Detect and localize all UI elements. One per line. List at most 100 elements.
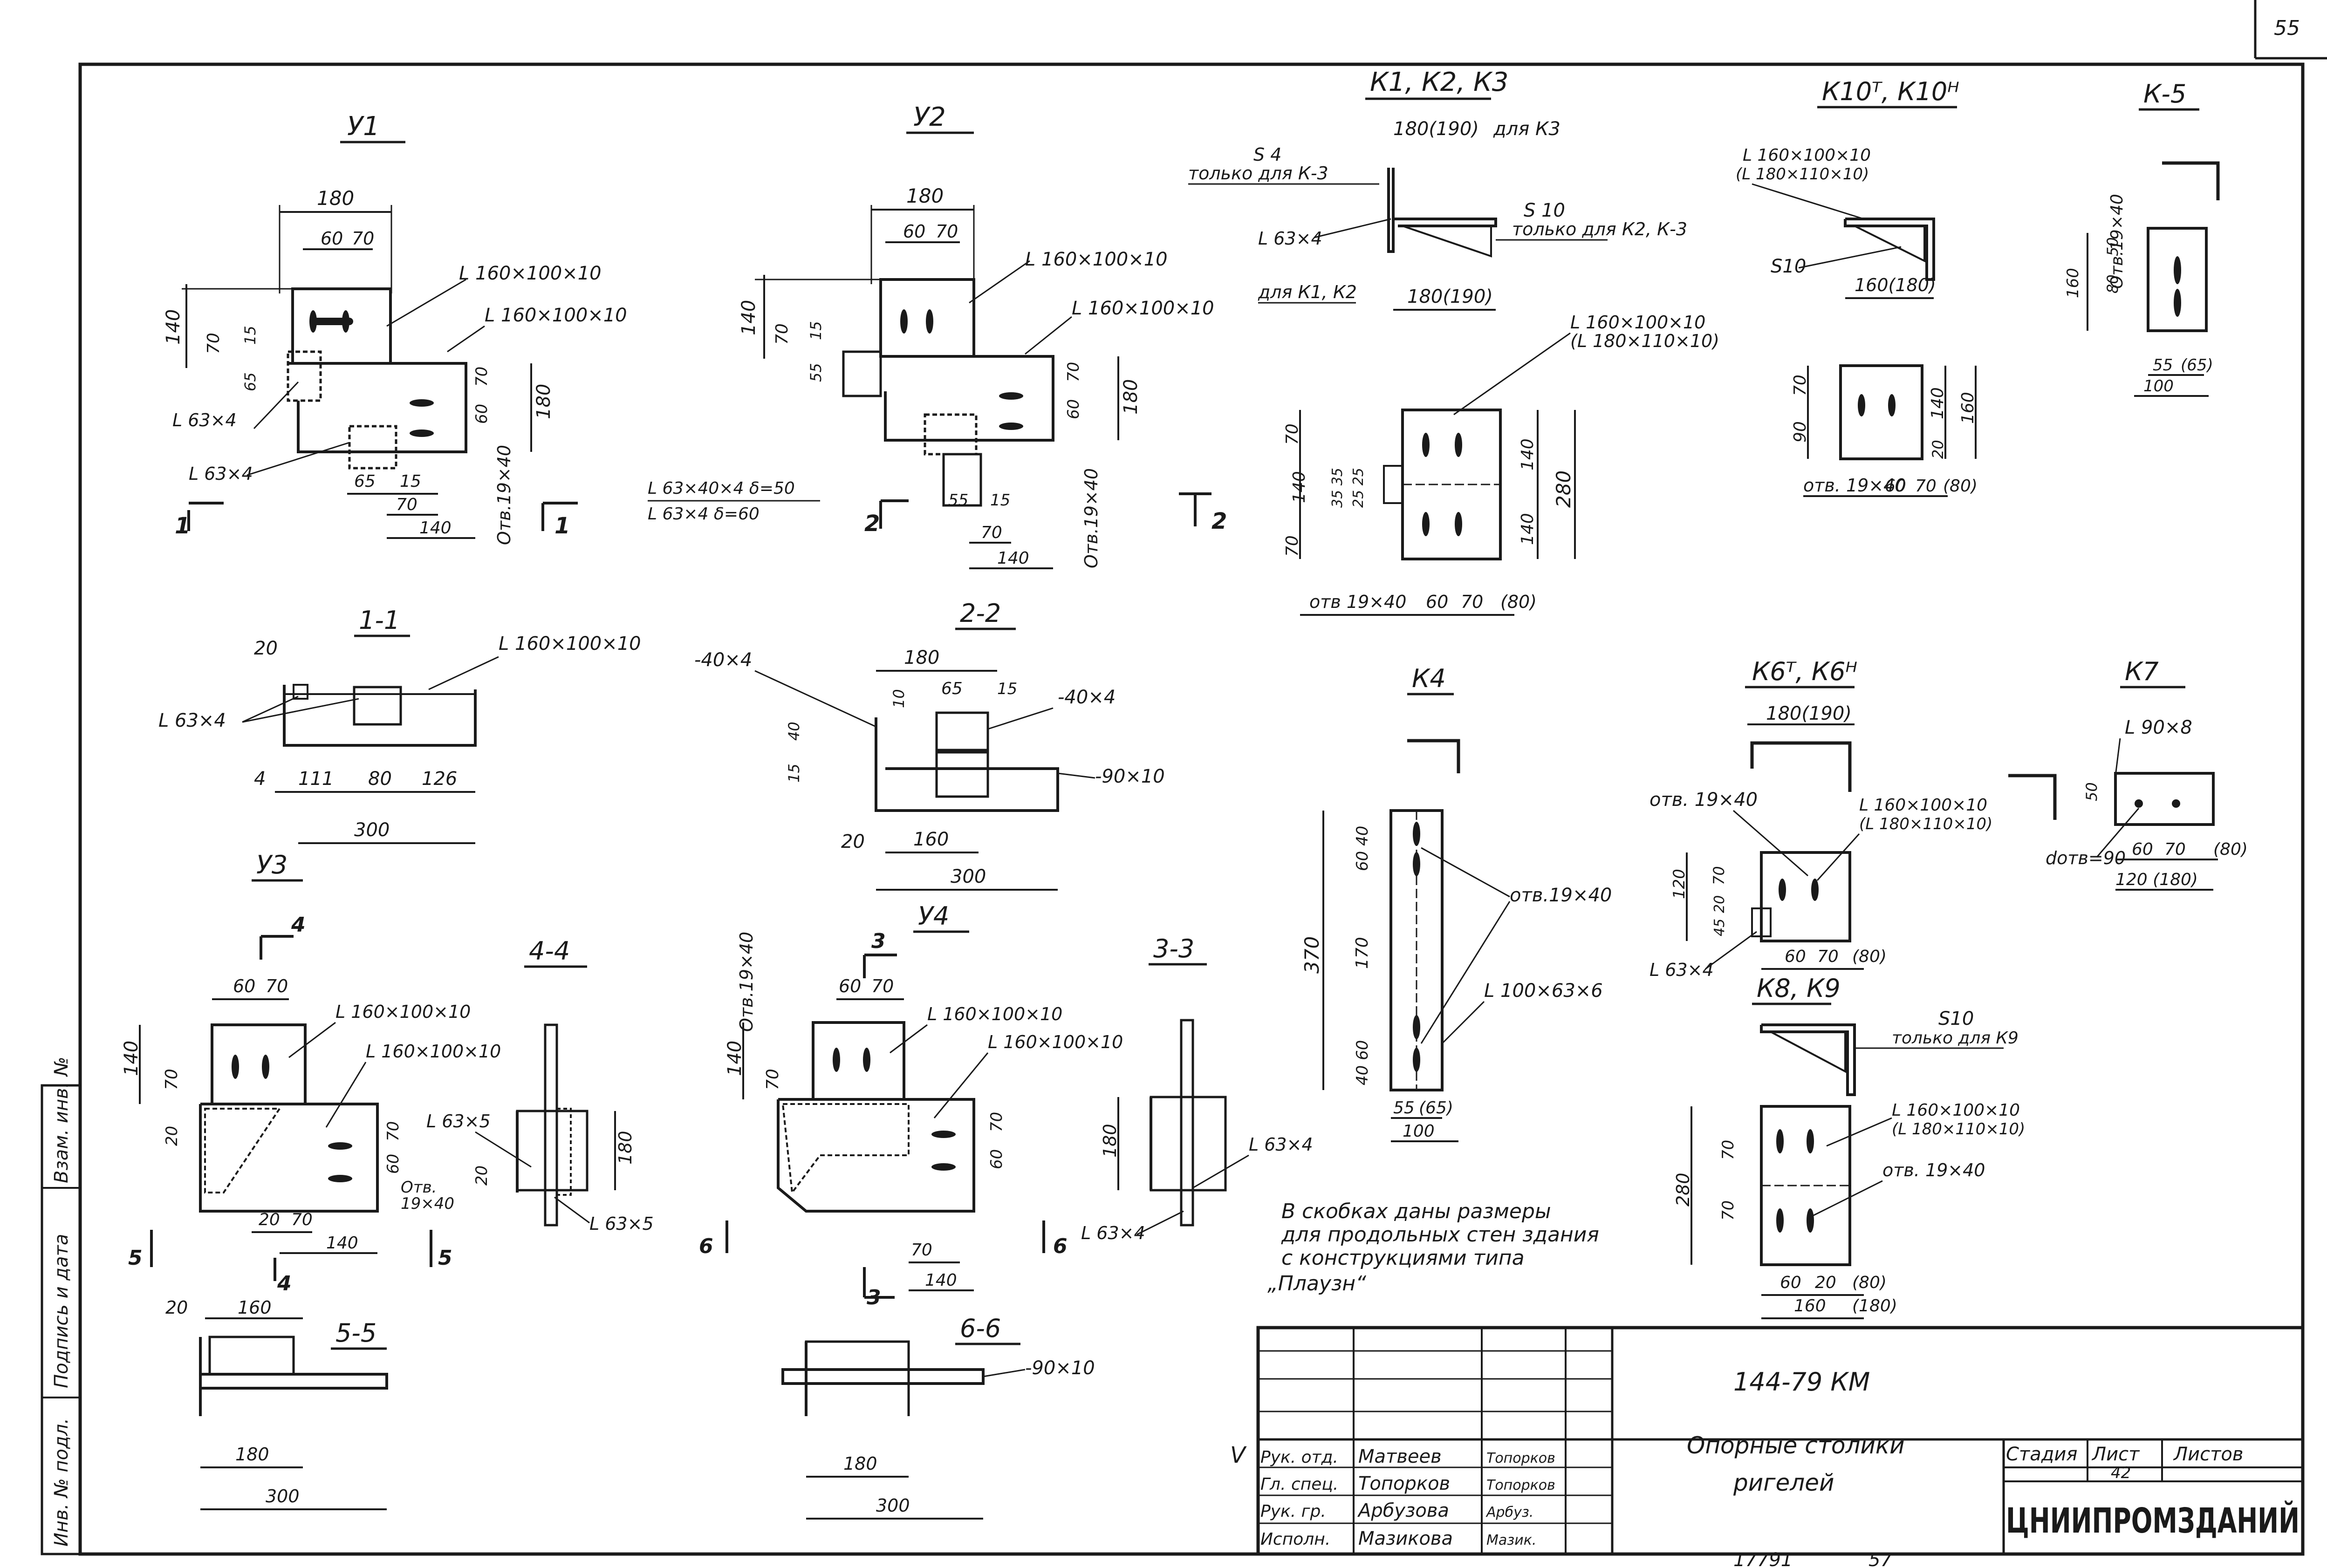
svg-text:70: 70: [1915, 477, 1937, 496]
svg-text:70: 70: [1817, 947, 1839, 966]
svg-text:4: 4: [277, 1272, 292, 1295]
svg-text:15: 15: [997, 680, 1017, 698]
svg-text:140: 140: [738, 300, 760, 335]
svg-text:15: 15: [400, 472, 421, 491]
svg-text:70: 70: [266, 976, 288, 996]
svg-text:Стадия: Стадия: [2006, 1444, 2077, 1465]
svg-text:1: 1: [554, 513, 570, 539]
svg-text:L 160×100×10: L 160×100×10: [1892, 1101, 2020, 1120]
svg-text:-40×4: -40×4: [1058, 687, 1116, 708]
svg-text:Топорков: Топорков: [1486, 1450, 1555, 1466]
s66-title: 6-6: [960, 1314, 1001, 1343]
k5-title: К-5: [2143, 79, 2186, 109]
svg-text:Отв.: Отв.: [401, 1178, 437, 1197]
svg-text:160: 160: [1958, 392, 1978, 424]
svg-text:140: 140: [163, 309, 184, 345]
svg-text:L 160×100×10: L 160×100×10: [1859, 796, 1987, 815]
svg-text:-90×10: -90×10: [1095, 766, 1165, 787]
svg-text:57: 57: [1868, 1549, 1892, 1568]
svg-text:2: 2: [864, 511, 880, 537]
svg-text:L 100×63×6: L 100×63×6: [1484, 980, 1603, 1002]
svg-text:отв. 19×40: отв. 19×40: [1649, 789, 1758, 811]
svg-text:40: 40: [785, 722, 803, 741]
svg-text:60: 60: [1885, 477, 1906, 496]
svg-text:Арбузова: Арбузова: [1357, 1500, 1449, 1521]
svg-text:Матвеев: Матвеев: [1358, 1446, 1442, 1467]
svg-text:Мазик.: Мазик.: [1486, 1532, 1536, 1548]
svg-text:140: 140: [724, 1041, 746, 1076]
svg-text:55: 55: [2153, 356, 2173, 375]
view-u3: У3 4 60 70 L 160×100×10 L 160×100×10 140…: [121, 850, 501, 1295]
svg-text:70: 70: [472, 367, 491, 387]
svg-text:L 160×100×10: L 160×100×10: [1570, 312, 1705, 333]
svg-text:отв 19×40: отв 19×40: [1309, 592, 1406, 612]
svg-text:140: 140: [121, 1041, 142, 1076]
svg-text:65: 65: [354, 472, 376, 491]
svg-text:20: 20: [841, 831, 865, 852]
svg-text:Арбуз.: Арбуз.: [1485, 1504, 1533, 1520]
svg-text:40 60: 40 60: [1353, 1040, 1372, 1085]
svg-text:70: 70: [1064, 362, 1083, 382]
view-k7: К7 L 90×8 50 dотв=90 60 70 (80) 120 (180…: [2008, 657, 2248, 891]
svg-text:300: 300: [266, 1486, 300, 1507]
svg-text:120: 120: [1670, 869, 1689, 899]
svg-text:70: 70: [871, 976, 894, 996]
u3-title: У3: [256, 850, 287, 879]
svg-text:50: 50: [2083, 782, 2101, 801]
svg-text:140: 140: [1928, 387, 1947, 419]
s44-title: 4-4: [529, 936, 570, 966]
k6-title: К6ᵀ, К6ᴴ: [1752, 657, 1857, 686]
svg-text:20: 20: [254, 638, 278, 659]
stamp-inv: Инв. № подл.: [51, 1418, 72, 1547]
view-k4: К4 370 60 40 170 40 60 отв.19×40 L 100×6…: [1300, 664, 1612, 1142]
svg-text:L 160×100×10: L 160×100×10: [485, 305, 627, 326]
svg-text:4: 4: [291, 913, 306, 937]
svg-text:Рук. отд.: Рук. отд.: [1260, 1448, 1338, 1467]
svg-text:70: 70: [352, 228, 374, 249]
view-u2: У2 180 60 70 140 70 15 55 180 70 60 55 1…: [648, 102, 1227, 569]
svg-text:70: 70: [981, 523, 1002, 542]
svg-text:-40×4: -40×4: [694, 649, 752, 671]
svg-text:60: 60: [1064, 399, 1083, 419]
svg-text:с конструкциями типа: с конструкциями типа: [1281, 1246, 1525, 1270]
svg-text:5: 5: [128, 1246, 143, 1270]
view-section-2-2: 2-2 -40×4 180 65 15 -40×4 10 40 15 -90×1…: [694, 599, 1165, 891]
side-stamp: Инв. № подл. Подпись и дата Взам. инв. №: [41, 1057, 82, 1555]
svg-text:Отв.19×40: Отв.19×40: [2108, 194, 2127, 289]
s11-title: 1-1: [359, 606, 400, 635]
svg-text:100: 100: [1403, 1122, 1435, 1141]
svg-text:20: 20: [1711, 895, 1728, 913]
svg-text:140: 140: [1518, 513, 1537, 545]
svg-text:55: 55: [807, 363, 825, 382]
svg-text:70: 70: [1719, 1140, 1738, 1160]
svg-text:60: 60: [321, 228, 343, 249]
svg-text:L 63×4: L 63×4: [1649, 960, 1714, 980]
svg-text:5: 5: [438, 1246, 452, 1270]
svg-text:для продольных стен здания: для продольных стен здания: [1281, 1223, 1599, 1247]
k7-title: К7: [2125, 657, 2159, 686]
svg-text:300: 300: [951, 866, 986, 887]
svg-text:20: 20: [163, 1126, 181, 1146]
svg-text:60 40: 60 40: [1353, 826, 1372, 871]
svg-text:70: 70: [1791, 375, 1810, 396]
sheet-border: [78, 62, 2305, 1556]
svg-text:-90×10: -90×10: [1025, 1357, 1095, 1379]
svg-text:25 25: 25 25: [1350, 468, 1367, 508]
svg-text:Лист: Лист: [2091, 1444, 2140, 1465]
svg-text:(180): (180): [1852, 1296, 1897, 1316]
svg-text:20: 20: [165, 1297, 188, 1318]
svg-text:180: 180: [533, 384, 554, 419]
svg-text:160: 160: [913, 829, 949, 850]
svg-text:20: 20: [472, 1166, 491, 1186]
svg-text:170: 170: [1353, 937, 1372, 969]
svg-text:60: 60: [839, 976, 861, 996]
svg-text:(65): (65): [2181, 356, 2213, 375]
svg-text:70: 70: [1283, 423, 1302, 445]
view-k10: К10ᵀ, К10ᴴ L 160×100×10 (L 180×110×10) S…: [1736, 77, 1978, 497]
svg-text:только для К2, К-3: только для К2, К-3: [1512, 219, 1687, 239]
svg-text:180(190): 180(190): [1393, 118, 1479, 140]
svg-text:50: 50: [2104, 237, 2122, 256]
svg-text:(80): (80): [1852, 947, 1887, 966]
s33-title: 3-3: [1153, 934, 1194, 963]
svg-text:140: 140: [997, 549, 1029, 568]
